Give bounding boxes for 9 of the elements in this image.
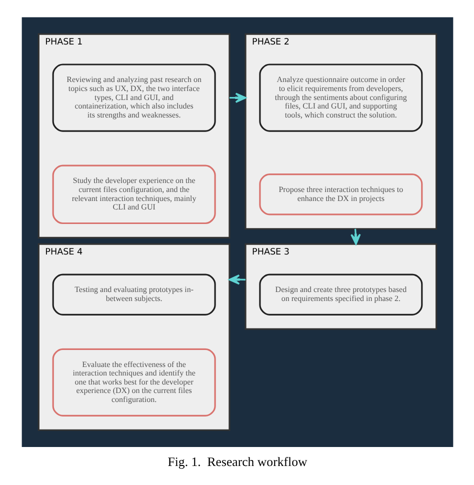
node-box: Study the developer experience on the current files configuration, and the relevant interaction techniques, mainly CLI and GUI [52,164,216,224]
node-box: Evaluate the effectiveness of the interaction techniques and identify the one that works best for the developer experience (DX) on the current files configuration. [52,348,216,416]
caption: Fig. 1. Research workflow [167,455,307,470]
node-box: Propose three interaction techniques to enhance the DX in projects [258,174,422,216]
node-box: Testing and evaluating prototypes in-between subjects. [52,274,216,316]
node-box: Reviewing and analyzing past research on topics such as UX, DX, the two interface types, CLI and GUI, and containerization, which also includes its strengths and weaknesses. [52,64,216,132]
cluster [21,17,453,447]
node-box: Analyze questionnaire outcome in order to elicit requirements from developers, through the sentiments about configuring files, CLI and GUI, and supporting tools, which construct the solution. [258,64,422,132]
node-box: Design and create three prototypes based on requirements specified in phase 2. [258,274,422,316]
